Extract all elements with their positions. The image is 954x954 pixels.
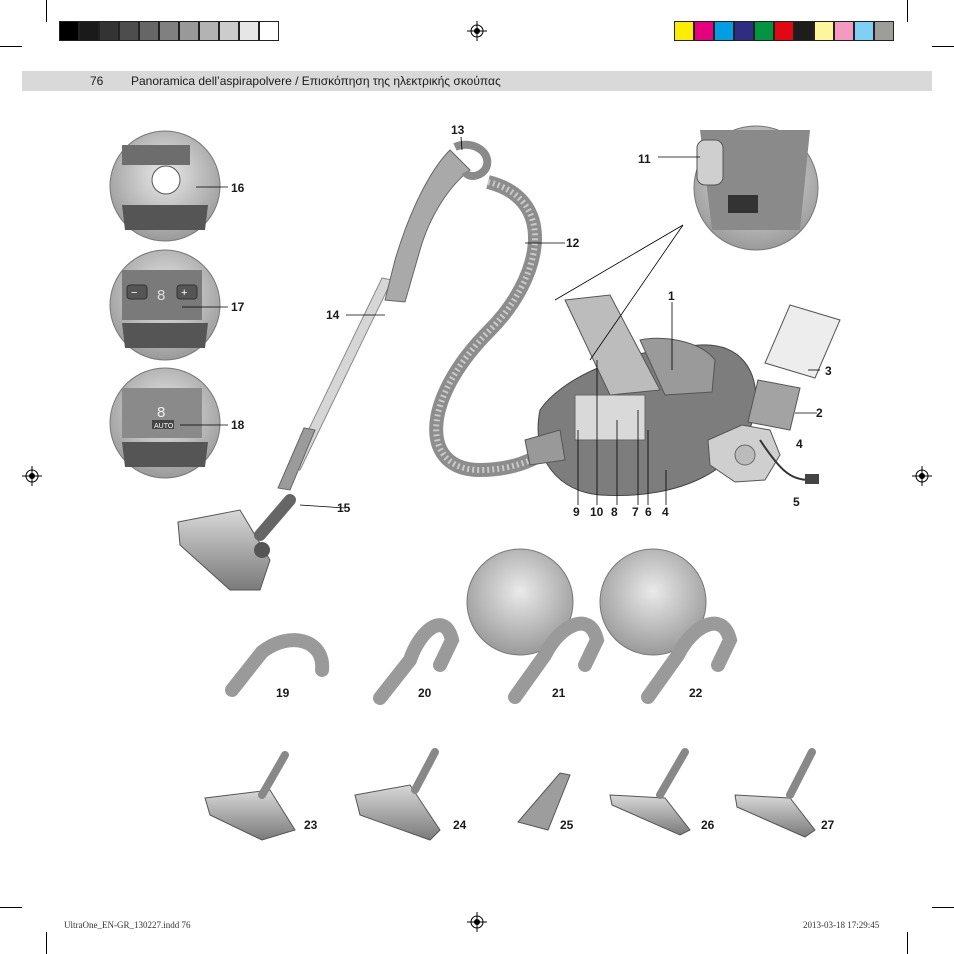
callout-17: 17: [231, 300, 245, 314]
crop-mark: [932, 46, 954, 47]
process-swatch: [834, 21, 854, 41]
callout-27: 27: [821, 818, 835, 832]
process-swatch: [754, 21, 774, 41]
callout-4: 4: [796, 437, 803, 451]
callout-13: 13: [451, 123, 465, 137]
callout-2: 2: [816, 406, 823, 420]
process-swatch: [854, 21, 874, 41]
callout-25: 25: [560, 818, 574, 832]
gray-swatch: [99, 21, 119, 41]
crop-mark: [907, 0, 908, 22]
floor-nozzle: [177, 494, 296, 591]
callout-3: 3: [825, 364, 832, 378]
power-cord: [759, 439, 811, 481]
process-swatch: [774, 21, 794, 41]
handle-21: [466, 548, 605, 704]
digit-label: 8: [157, 287, 165, 304]
callout-22: 22: [689, 686, 703, 700]
registration-mark-icon: [912, 466, 932, 486]
process-swatch: [794, 21, 814, 41]
callout-1: 1: [668, 289, 675, 303]
handle-22: [599, 548, 738, 704]
gray-swatch: [79, 21, 99, 41]
vacuum-body: [524, 294, 757, 497]
registration-mark-icon: [467, 912, 487, 932]
gray-swatch: [199, 21, 219, 41]
process-swatch: [714, 21, 734, 41]
crop-mark: [46, 0, 47, 22]
process-swatch: [694, 21, 714, 41]
nozzle-25: [517, 772, 571, 831]
callout-8: 8: [611, 505, 618, 519]
handle-19: [225, 633, 330, 697]
page-number: 76: [90, 74, 104, 88]
page-title: Panoramica dell’aspirapolvere / Επισκόπη…: [131, 74, 501, 88]
digit-label-18: 8: [157, 404, 165, 421]
callout-12: 12: [566, 236, 580, 250]
nozzle-23: [204, 751, 296, 841]
gray-swatch: [179, 21, 199, 41]
callout-19: 19: [276, 686, 290, 700]
footer-timestamp: 2013-03-18 17:29:45: [803, 920, 880, 930]
callout-11: 11: [638, 152, 651, 166]
callout-10: 10: [590, 505, 604, 519]
process-swatch: [814, 21, 834, 41]
gray-swatch: [139, 21, 159, 41]
minus-label: −: [131, 287, 137, 299]
crop-mark: [0, 46, 22, 47]
telescopic-tube: [277, 140, 492, 491]
process-swatch: [674, 21, 694, 41]
process-swatch: [874, 21, 894, 41]
dust-compartment-zoom: [554, 125, 819, 361]
wheel: [707, 424, 781, 483]
control-zoom-17: − + 8: [109, 249, 228, 361]
gray-swatch: [119, 21, 139, 41]
auto-label: AUTO: [154, 423, 174, 430]
registration-mark-icon: [22, 466, 42, 486]
control-zoom-18: 8 AUTO: [109, 367, 228, 479]
callout-15: 15: [337, 501, 351, 515]
callout-24: 24: [453, 818, 467, 832]
crop-mark: [0, 907, 22, 908]
callout-6: 6: [645, 505, 652, 519]
header-band: [22, 71, 932, 91]
nozzle-26: [609, 748, 691, 836]
callout-5: 5: [793, 495, 800, 509]
process-swatch: [734, 21, 754, 41]
registration-mark-icon: [467, 21, 487, 41]
handle-20: [373, 618, 460, 705]
filter: [747, 304, 841, 431]
callout-16: 16: [231, 181, 245, 195]
nozzle-24: [354, 748, 441, 841]
footer-file: UltraOne_EN-GR_130227.indd 76: [64, 920, 191, 930]
callout-14: 14: [326, 308, 340, 322]
gray-swatch: [219, 21, 239, 41]
callout-23: 23: [304, 818, 318, 832]
gray-swatch: [259, 21, 279, 41]
callout-9: 9: [573, 505, 580, 519]
control-zoom-16: [109, 130, 228, 242]
callout-20: 20: [418, 686, 432, 700]
gray-swatch: [159, 21, 179, 41]
nozzle-27: [734, 748, 816, 838]
gray-swatch: [239, 21, 259, 41]
crop-mark: [932, 907, 954, 908]
callout-7: 7: [632, 505, 639, 519]
callout-21: 21: [552, 686, 566, 700]
plus-label: +: [181, 287, 187, 299]
callout-4-bottom: 4: [662, 505, 669, 519]
crop-mark: [46, 932, 47, 954]
callout-18: 18: [231, 418, 245, 432]
crop-mark: [907, 932, 908, 954]
gray-swatch: [59, 21, 79, 41]
callout-26: 26: [701, 818, 715, 832]
